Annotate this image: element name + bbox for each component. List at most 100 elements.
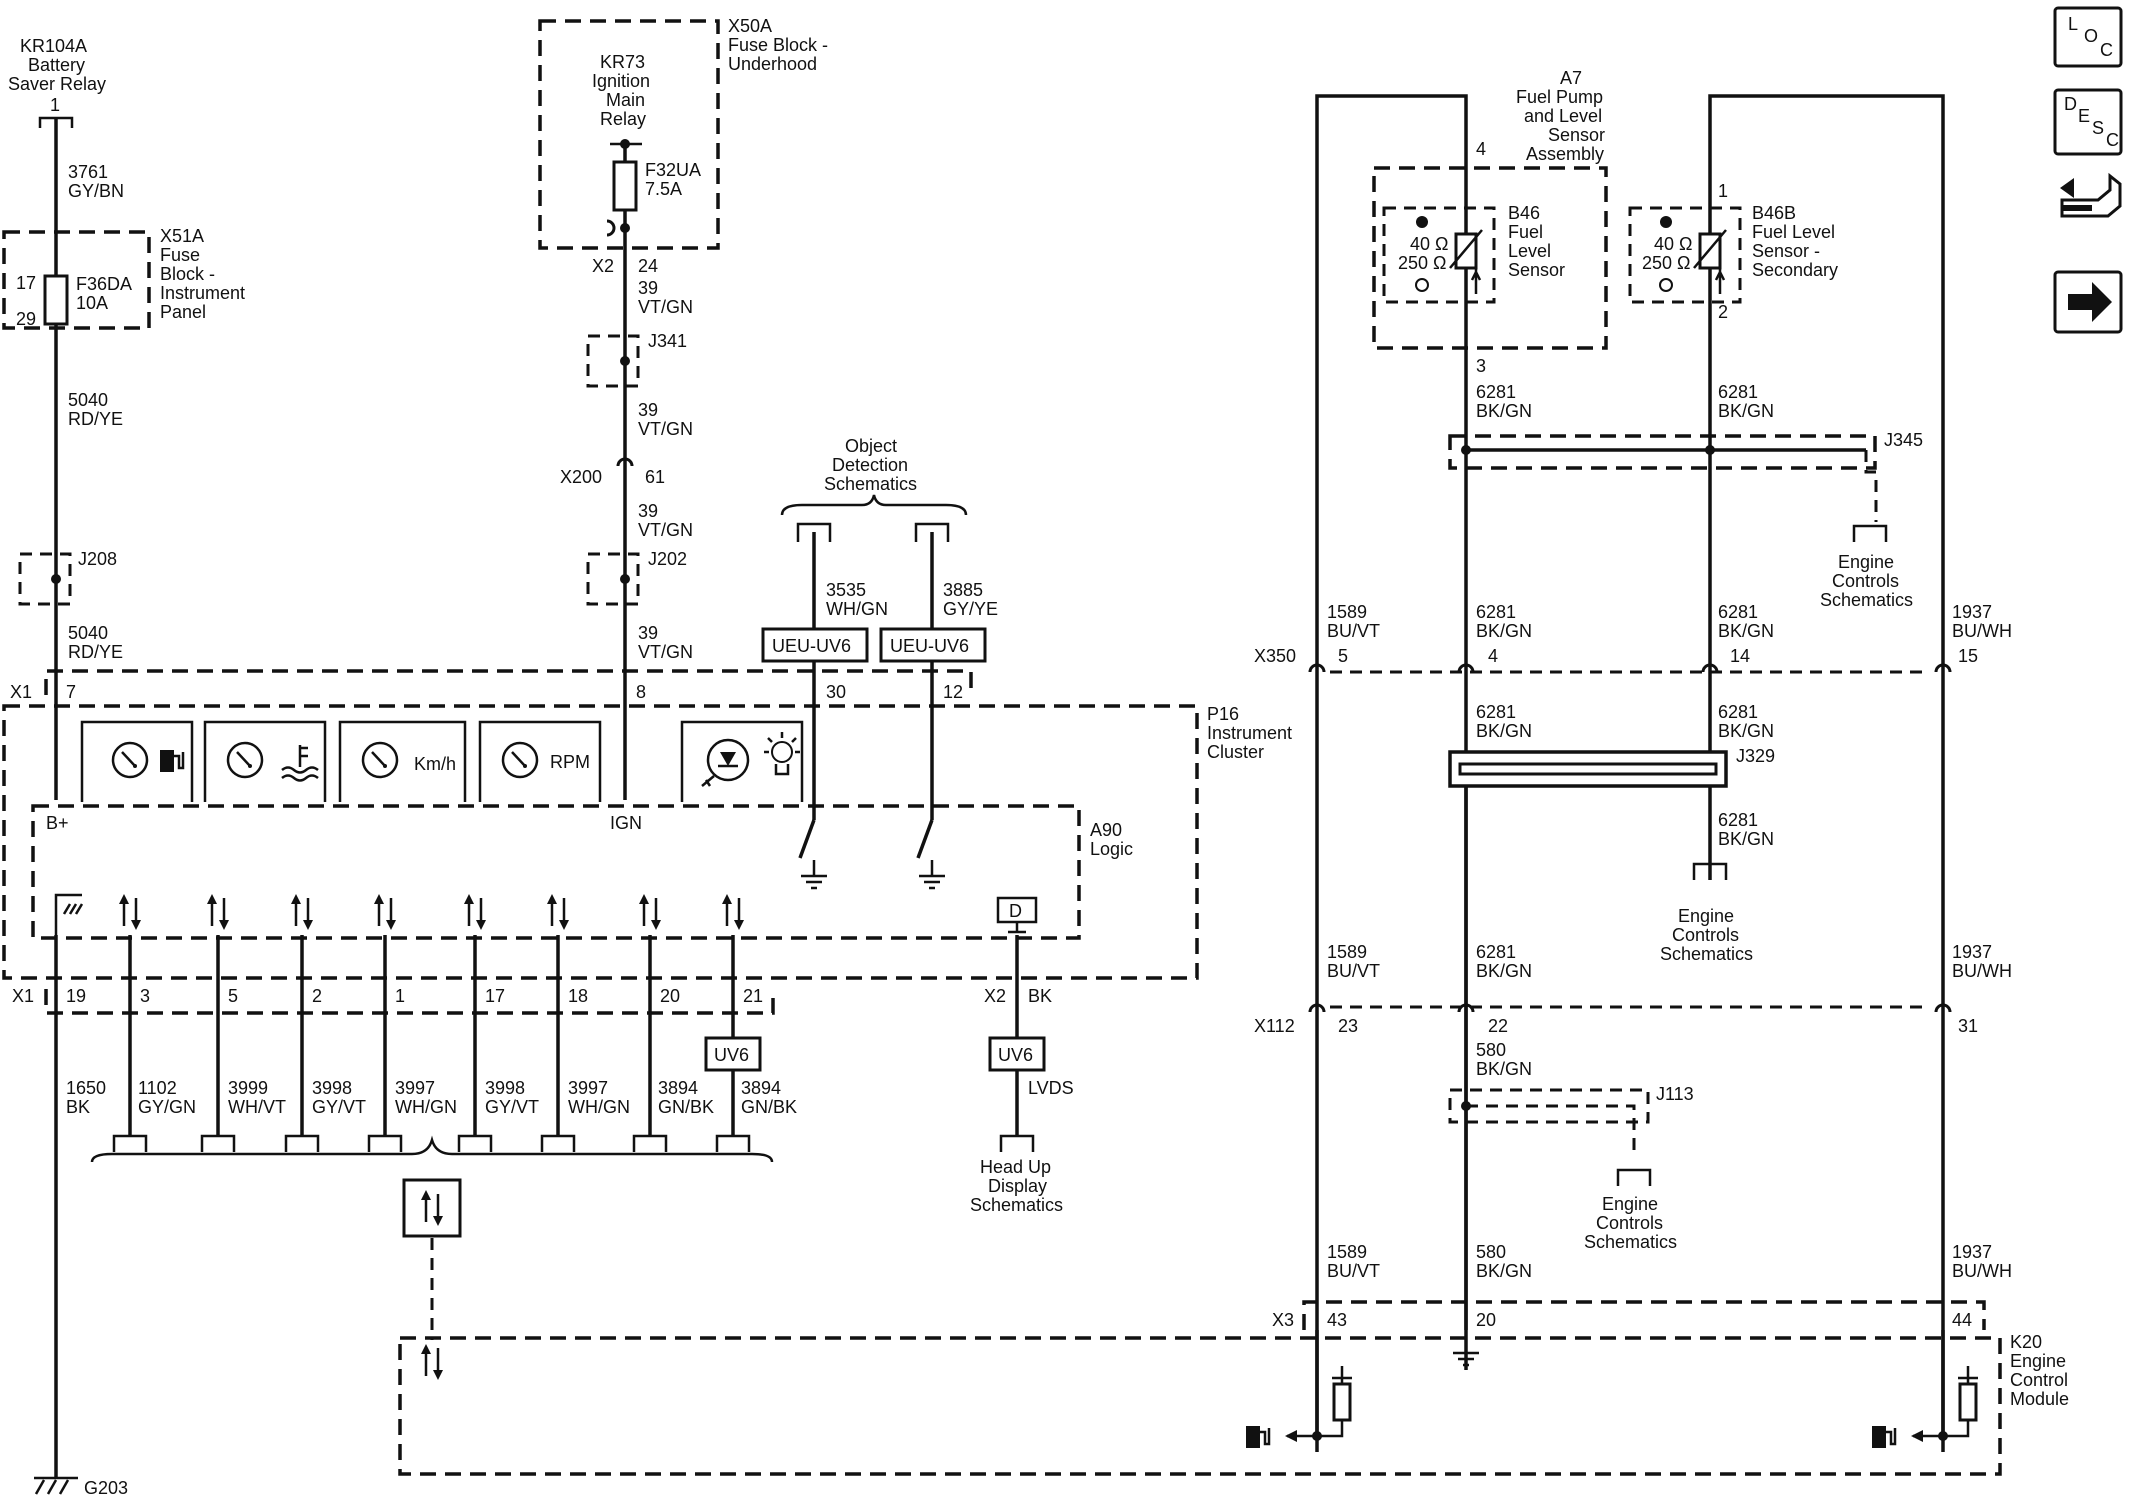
desc-letter: D (2064, 94, 2077, 114)
svg-text:22: 22 (1488, 1016, 1508, 1036)
svg-text:UEU-UV6: UEU-UV6 (890, 636, 969, 656)
speedometer: Km/h (338, 720, 467, 802)
wire-3885-color: GY/YE (943, 599, 998, 619)
loc-button[interactable]: L O C (2053, 6, 2123, 68)
wire-6281-label: 6281 (1476, 382, 1516, 402)
wire-1937-color: BU/WH (1952, 961, 2012, 981)
loc-letter: C (2100, 40, 2113, 60)
wire-6281-label: 6281 (1718, 382, 1758, 402)
wire-1937-label: 1937 (1952, 602, 1992, 622)
wire-5040-color: RD/YE (68, 409, 123, 429)
svg-text:Module: Module (2010, 1389, 2069, 1409)
head-up-display-schematics-ref[interactable]: Head Up Display Schematics (970, 1134, 1063, 1215)
serial-data-bus-ref[interactable] (90, 1134, 774, 1238)
connector-views-icon[interactable] (2060, 172, 2122, 218)
svg-text:Km/h: Km/h (414, 754, 456, 774)
tachometer: RPM (478, 720, 602, 802)
wire-3535-label: 3535 (826, 580, 866, 600)
svg-text:1: 1 (50, 95, 60, 115)
svg-text:43: 43 (1327, 1310, 1347, 1330)
svg-text:Control: Control (2010, 1370, 2068, 1390)
svg-text:7: 7 (66, 682, 76, 702)
svg-text:G203: G203 (84, 1478, 128, 1495)
object-detection-schematics-ref[interactable]: Object Detection Schematics (780, 436, 968, 542)
svg-text:J208: J208 (78, 549, 117, 569)
wire-39-label: 39 (638, 400, 658, 420)
svg-text:1: 1 (395, 986, 405, 1006)
wire-1102-color: GY/GN (138, 1097, 196, 1117)
a7-fuel-pump-and-level-sensor-assembly: A7 Fuel Pump and Level Sensor Assembly 4… (1476, 68, 1728, 376)
svg-text:250 Ω: 250 Ω (1642, 253, 1691, 273)
wire-1589-label: 1589 (1327, 1242, 1367, 1262)
wire-3894-color: GN/BK (741, 1097, 797, 1117)
svg-text:X51A: X51A (160, 226, 204, 246)
wire-3998-color: GY/VT (312, 1097, 366, 1117)
f32ua-fuse: F32UA 7.5A (612, 160, 701, 212)
next-arrow-button[interactable] (2053, 270, 2123, 334)
desc-button[interactable]: D E S C (2053, 88, 2123, 156)
wire-6281-label: 6281 (1476, 942, 1516, 962)
engine-controls-schematics-ref[interactable]: Engine Controls Schematics (1660, 862, 1753, 964)
wire-6281-color: BK/GN (1476, 721, 1532, 741)
f36da-fuse: 17 29 F36DA 10A (16, 273, 132, 329)
wire-1589-color: BU/VT (1327, 961, 1380, 981)
wire-3999-color: WH/VT (228, 1097, 286, 1117)
svg-text:29: 29 (16, 309, 36, 329)
svg-text:Block -: Block - (160, 264, 215, 284)
svg-text:Engine: Engine (2010, 1351, 2066, 1371)
svg-text:21: 21 (743, 986, 763, 1006)
svg-text:Fuel: Fuel (1508, 222, 1543, 242)
wire-39-label: 39 (638, 278, 658, 298)
wire-1589-label: 1589 (1327, 602, 1367, 622)
svg-text:2: 2 (1718, 302, 1728, 322)
svg-text:8: 8 (636, 682, 646, 702)
lvds-label: LVDS (1028, 1078, 1074, 1098)
desc-letter: C (2106, 130, 2119, 150)
wire-580-label: 580 (1476, 1242, 1506, 1262)
desc-letter: E (2078, 106, 2090, 126)
svg-text:40 Ω: 40 Ω (1410, 234, 1448, 254)
engine-controls-schematics-ref[interactable]: Engine Controls Schematics (1584, 1168, 1677, 1252)
engine-controls-schematics-ref[interactable]: Engine Controls Schematics (1820, 524, 1913, 610)
loc-letter: L (2068, 14, 2078, 34)
svg-text:X3: X3 (1272, 1310, 1294, 1330)
wire-3761-color: GY/BN (68, 181, 124, 201)
svg-text:23: 23 (1338, 1016, 1358, 1036)
connector-x200-pin: 61 (645, 467, 665, 487)
svg-text:Underhood: Underhood (728, 54, 817, 74)
wire-5040-label: 5040 (68, 623, 108, 643)
ueu-uv6-module: UEU-UV6 (761, 627, 869, 663)
svg-text:F36DA: F36DA (76, 274, 132, 294)
wire-580-color: BK/GN (1476, 1059, 1532, 1079)
connector-x2-pin: 24 (638, 256, 658, 276)
fuel-pump-driver-left (1244, 1330, 1352, 1450)
connector-x1-top: X1 7 8 30 12 (10, 669, 973, 702)
wire-1589-color: BU/VT (1327, 1261, 1380, 1281)
svg-text:Ignition: Ignition (592, 71, 650, 91)
wire-3997-color: WH/GN (395, 1097, 457, 1117)
svg-text:UV6: UV6 (714, 1045, 749, 1065)
svg-text:1: 1 (1718, 181, 1728, 201)
svg-text:B46B: B46B (1752, 203, 1796, 223)
svg-text:17: 17 (16, 273, 36, 293)
splice-j202: J202 (586, 549, 687, 606)
svg-text:X1: X1 (12, 986, 34, 1006)
wire-3535-color: WH/GN (826, 599, 888, 619)
temperature-gauge (203, 720, 327, 802)
connector-x2-hud-pin: BK (1028, 986, 1052, 1006)
connector-x2-hud: X2 (984, 986, 1006, 1006)
svg-text:X112: X112 (1254, 1016, 1295, 1036)
svg-text:Relay: Relay (600, 109, 646, 129)
svg-text:7.5A: 7.5A (645, 179, 682, 199)
ground-switch (798, 819, 947, 890)
svg-text:Instrument: Instrument (160, 283, 245, 303)
fuel-gauge (80, 720, 194, 802)
connector-x3: X3 43 20 44 (1272, 1300, 1986, 1330)
wire-3998-label: 3998 (485, 1078, 525, 1098)
a90-logic: A90 Logic B+ IGN (31, 804, 1133, 940)
svg-text:Secondary: Secondary (1752, 260, 1838, 280)
svg-text:Schematics: Schematics (824, 474, 917, 494)
wire-3894-label: 3894 (658, 1078, 698, 1098)
ueu-uv6-module: UEU-UV6 (879, 627, 987, 663)
svg-text:31: 31 (1958, 1016, 1978, 1036)
